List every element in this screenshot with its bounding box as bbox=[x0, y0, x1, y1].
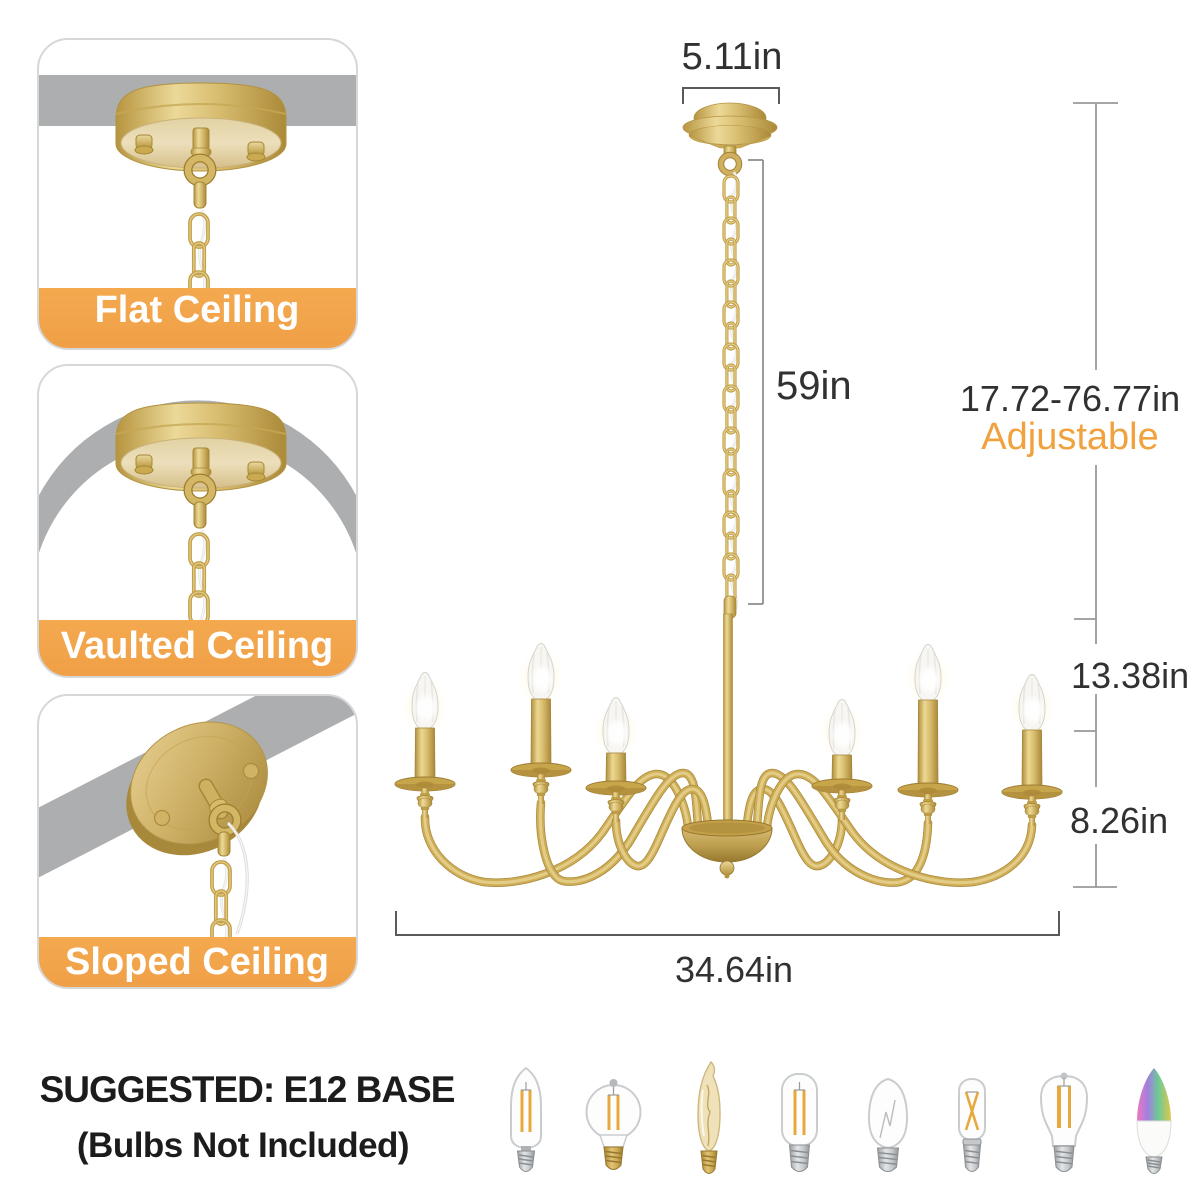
svg-text:Adjustable: Adjustable bbox=[981, 416, 1158, 458]
svg-text:Flat Ceiling: Flat Ceiling bbox=[95, 289, 300, 331]
svg-text:(Bulbs Not Included): (Bulbs Not Included) bbox=[77, 1126, 409, 1165]
svg-text:59in: 59in bbox=[776, 364, 852, 408]
svg-text:34.64in: 34.64in bbox=[675, 949, 793, 990]
svg-text:5.11in: 5.11in bbox=[682, 36, 783, 78]
svg-text:Vaulted Ceiling: Vaulted Ceiling bbox=[61, 625, 333, 667]
svg-text:17.72-76.77in: 17.72-76.77in bbox=[960, 378, 1180, 419]
svg-text:13.38in: 13.38in bbox=[1071, 655, 1189, 696]
svg-text:8.26in: 8.26in bbox=[1070, 800, 1168, 841]
svg-text:SUGGESTED: E12 BASE: SUGGESTED: E12 BASE bbox=[40, 1069, 455, 1110]
svg-text:Sloped Ceiling: Sloped Ceiling bbox=[65, 941, 329, 983]
